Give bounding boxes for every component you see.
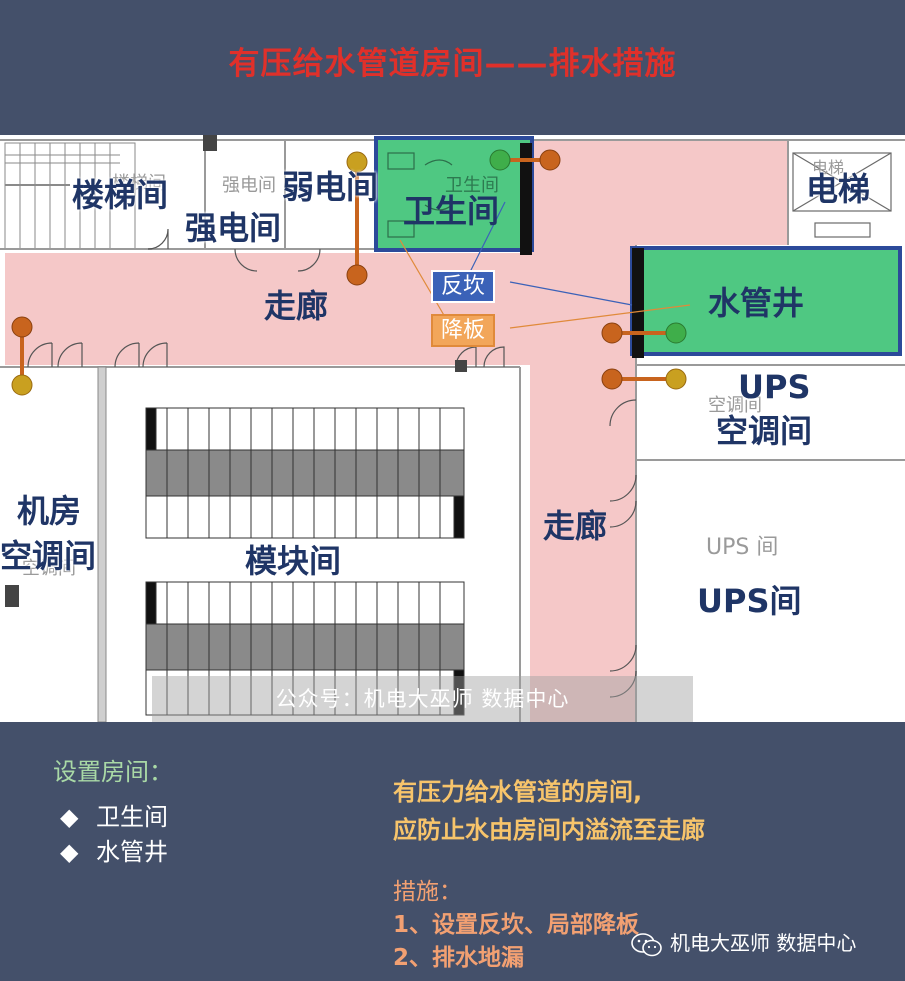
page-title: 有压给水管道房间——排水措施	[228, 46, 677, 82]
tag-slab: 降板	[431, 314, 496, 348]
cad-label-elevator: 电梯	[812, 158, 845, 177]
label-corridor-top: 走廊	[264, 287, 329, 325]
cad-label-stair: 楼梯间	[112, 173, 166, 194]
pipe-node	[539, 149, 561, 171]
room-list-item: ◆ 卫生间	[60, 797, 168, 832]
pipe-node	[346, 264, 368, 286]
room-list-item: ◆ 水管井	[60, 832, 168, 867]
room-list-item-label: 水管井	[96, 838, 168, 866]
pipe-node	[11, 316, 33, 338]
slab-leader-line	[399, 239, 446, 318]
toilet-fixtures	[387, 152, 453, 238]
measures-title: 措施：	[393, 879, 462, 905]
pipe-node	[11, 374, 33, 396]
toilet-highlight	[374, 136, 534, 252]
label-elevator: 电梯	[806, 170, 871, 208]
cad-label-machine-ac: 空调间	[22, 558, 76, 579]
label-machine-ac-line2: 空调间	[0, 537, 97, 575]
label-machine-ac-line1: 机房	[17, 492, 82, 530]
label-stair: 楼梯间	[72, 176, 169, 214]
pipe-node	[601, 322, 623, 344]
label-strong-room: 强电间	[185, 209, 282, 247]
label-corridor-right: 走廊	[543, 507, 608, 545]
elevator-shaft	[792, 152, 892, 238]
tag-curb: 反坎	[431, 270, 496, 304]
toilet-curb	[520, 143, 532, 255]
cad-label-toilet: 卫生间	[445, 175, 499, 196]
credit: 机电大巫师 数据中心	[630, 927, 856, 957]
corridor-horizontal	[5, 253, 630, 365]
wall-block	[455, 360, 467, 372]
label-weak-room: 弱电间	[282, 168, 379, 206]
cad-label-strong: 强电间	[222, 175, 276, 196]
measure-2: 2、排水地漏	[393, 945, 525, 971]
diamond-bullet-icon: ◆	[60, 838, 79, 866]
curb-leader-line	[469, 201, 506, 273]
pipe-node	[665, 368, 687, 390]
room-list-item-label: 卫生间	[96, 803, 168, 831]
floor-plan: 楼梯间 强电间 卫生间 电梯 空调间 UPS 间 空调间 楼梯间 弱电间 强电间…	[0, 135, 905, 722]
wall-block	[5, 585, 19, 607]
pipe-node	[601, 368, 623, 390]
pipe-node	[665, 322, 687, 344]
pipe-well-curb	[632, 248, 644, 358]
diamond-bullet-icon: ◆	[60, 803, 79, 831]
label-ups-room: UPS间	[697, 582, 802, 620]
note-line-1: 有压力给水管道的房间,	[393, 778, 643, 806]
slab-leader-line	[509, 304, 691, 329]
label-pipe-well: 水管井	[708, 284, 805, 322]
corridor-vertical	[530, 140, 635, 722]
rack-group-bottom	[145, 581, 465, 716]
wall-block	[203, 135, 217, 151]
stair-room	[4, 142, 136, 250]
watermark: 公众号：机电大巫师 数据中心	[152, 676, 693, 722]
label-module-room: 模块间	[245, 542, 342, 580]
note-line-2: 应防止水由房间内溢流至走廊	[393, 816, 705, 844]
pipe-node	[489, 149, 511, 171]
rack-group-top	[145, 407, 465, 539]
curb-leader-line	[509, 281, 633, 306]
cad-label-ups-ac: 空调间	[708, 395, 762, 416]
credit-text: 机电大巫师 数据中心	[670, 931, 857, 955]
floor-plan-drawing	[0, 135, 905, 722]
pipe-nodes	[11, 149, 687, 396]
cad-label-ups-room: UPS 间	[706, 535, 779, 560]
wechat-icon	[630, 932, 664, 957]
label-toilet: 卫生间	[403, 192, 500, 230]
label-ups-ac-line1: UPS	[738, 368, 811, 406]
pipe-node	[346, 151, 368, 173]
label-ups-ac-line2: 空调间	[716, 412, 813, 450]
measure-1: 1、设置反坎、局部降板	[393, 912, 640, 938]
bottom-panel: 设置房间： ◆ 卫生间 ◆ 水管井 有压力给水管道的房间, 应防止水由房间内溢流至走…	[0, 722, 905, 981]
column-wall	[97, 366, 107, 722]
rooms-title: 设置房间：	[53, 758, 173, 786]
corridor-top-right	[630, 140, 788, 245]
